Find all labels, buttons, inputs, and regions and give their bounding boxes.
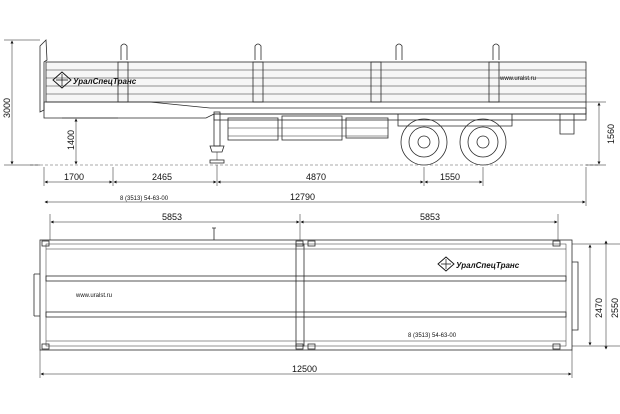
rear-end	[572, 261, 579, 331]
gooseneck-frame	[43, 101, 587, 119]
suspension	[397, 114, 513, 127]
dim-outer-width: 2550	[610, 298, 620, 318]
side-board-ribs	[46, 61, 586, 103]
front-headboard	[39, 39, 48, 113]
dim-height-rear: 1560	[606, 124, 616, 144]
crank-handle	[212, 227, 216, 240]
dim-segments: 1700 2465 4870 1550	[43, 165, 484, 186]
dim-seg-kingpin: 1700	[64, 172, 84, 182]
chassis-frame	[213, 113, 587, 121]
brand-name-side: УралСпецТранс	[73, 77, 137, 86]
website-top: www.uralst.ru	[75, 293, 112, 299]
brand-logo-side: УралСпецТранс	[52, 71, 137, 89]
top-view: 5853 5853	[33, 212, 620, 378]
dim-half-left: 5853	[162, 212, 182, 222]
equipment-box-1	[227, 117, 279, 141]
stake-pockets	[41, 240, 561, 350]
platform-outline	[39, 239, 573, 351]
side-board-panel	[45, 61, 587, 103]
platform-inner	[45, 243, 567, 347]
dim-top-length: 12500	[292, 364, 317, 374]
landing-gear	[209, 111, 225, 164]
brand-name-top: УралСпецТранс	[456, 261, 520, 270]
brand-logo-top: УралСпецТранс	[437, 256, 520, 272]
deck-beams	[45, 243, 567, 347]
side-view: УралСпецТранс www.uralst.ru	[2, 39, 616, 206]
dim-height-total: 3000	[2, 98, 12, 118]
front-end	[33, 273, 40, 317]
dim-half-right: 5853	[420, 212, 440, 222]
dim-height-frame: 1400	[66, 130, 76, 150]
rear-bumper	[559, 114, 575, 135]
dim-inner-width: 2470	[594, 298, 604, 318]
dim-overall-length: 12790	[290, 192, 315, 202]
phone-top: 8 (3513) 54-63-00	[408, 333, 457, 339]
dim-seg-wheelbase: 4870	[306, 172, 326, 182]
phone-side: 8 (3513) 54-63-00	[120, 196, 169, 202]
stakes	[120, 43, 500, 60]
dim-seg-axle-spacing: 1550	[440, 172, 460, 182]
dim-seg-landing-gear: 2465	[152, 172, 172, 182]
wheel-front	[400, 118, 448, 166]
website-side: www.uralst.ru	[499, 76, 536, 82]
